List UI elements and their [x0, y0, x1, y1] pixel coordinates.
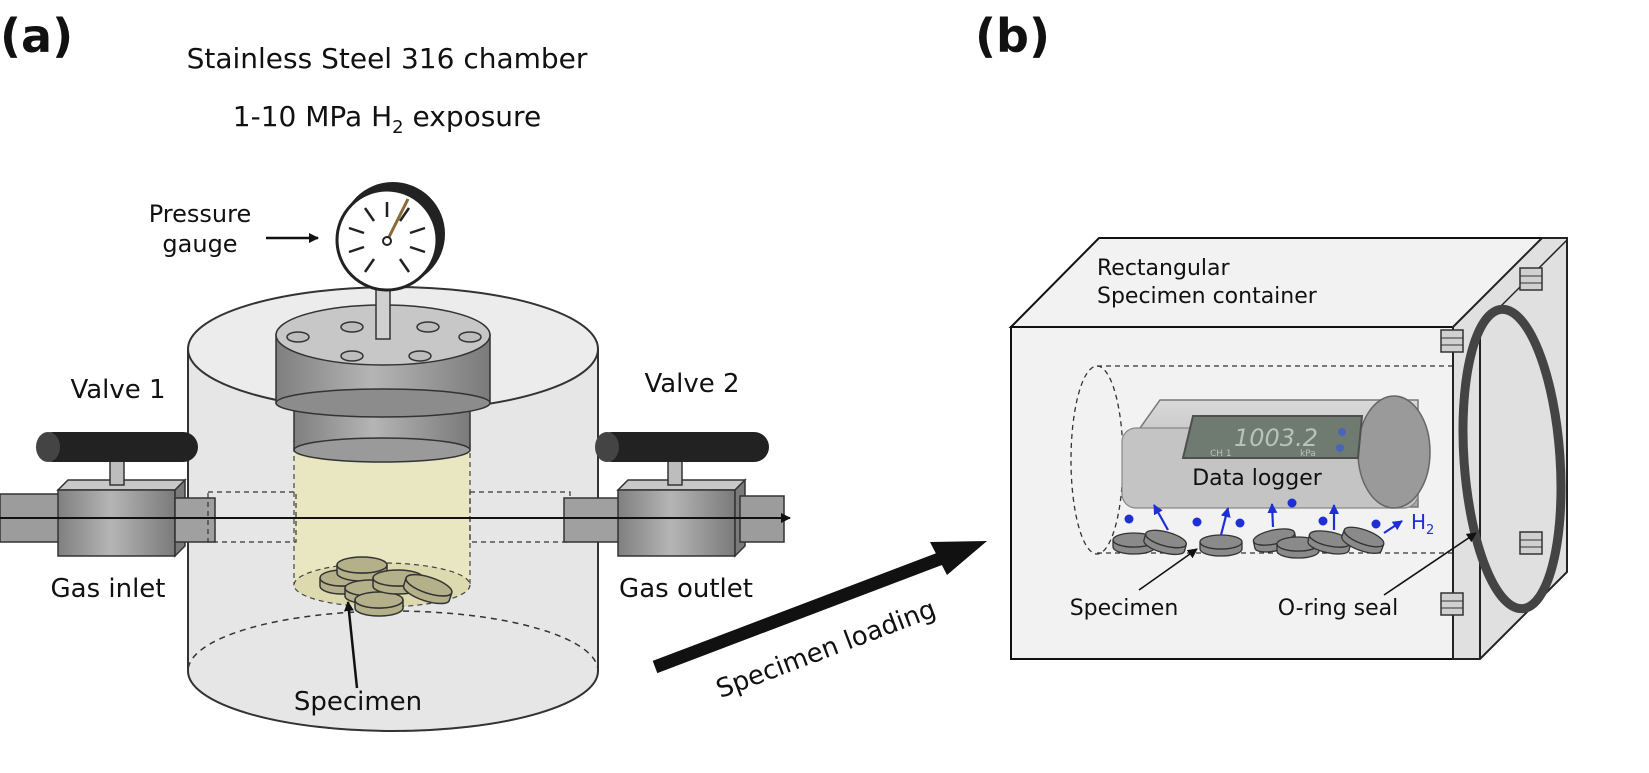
specimen-row-b	[1112, 526, 1385, 559]
coin	[402, 573, 453, 605]
specimen-loading-label: Specimen loading	[712, 594, 940, 705]
panel-a-tag: (a)	[0, 9, 73, 63]
chamber-flange	[275, 304, 491, 418]
coin	[1143, 529, 1188, 556]
gas-inlet-label: Gas inlet	[50, 574, 165, 604]
panel-a: (a) Stainless Steel 316 chamber 1-10 MPa…	[0, 9, 791, 732]
coin	[1341, 526, 1385, 554]
h2-pre: H	[1411, 510, 1426, 534]
valve-1-handle	[36, 432, 198, 462]
data-logger-label: Data logger	[1192, 466, 1323, 491]
pressure-gauge	[335, 182, 445, 340]
h2-sub: 2	[1426, 523, 1434, 538]
panel-b-tag: (b)	[975, 9, 1050, 63]
exposure-post: exposure	[404, 100, 542, 133]
specimen-label-b: Specimen	[1070, 596, 1179, 621]
logger-display-sub-right: kPa	[1300, 449, 1316, 459]
exposure-condition: 1-10 MPa H2 exposure	[233, 100, 541, 138]
coin	[354, 591, 404, 617]
loading-arrow-head	[930, 541, 987, 575]
specimen-loading-transfer: Specimen loading	[652, 541, 987, 705]
logger-screen: 1003.2 CH 1 kPa	[1181, 415, 1364, 459]
oring-seal-label: O-ring seal	[1278, 596, 1399, 621]
gas-outlet-label: Gas outlet	[619, 574, 753, 604]
logger-display-sub-left: CH 1	[1210, 449, 1232, 459]
valve-1-label: Valve 1	[70, 375, 165, 405]
pressure-gauge-label-line1: Pressure	[149, 200, 251, 228]
valve-2-handle	[595, 432, 769, 462]
valve-2	[469, 432, 785, 558]
chamber-title: Stainless Steel 316 chamber	[187, 42, 588, 75]
lid-bolts	[1440, 267, 1543, 616]
flange-bolts	[286, 321, 482, 362]
specimen-pile-a	[319, 556, 453, 617]
coin	[1307, 530, 1352, 555]
panel-b: (b) Rectangular Specimen container 1003.…	[975, 9, 1568, 660]
hydrogen-release: H2	[1124, 498, 1434, 538]
container-lid	[1440, 237, 1568, 660]
specimen-pointer-b	[1138, 548, 1198, 591]
container-label-line2: Specimen container	[1097, 284, 1318, 309]
container-label-line1: Rectangular	[1097, 256, 1230, 281]
loading-arrow-shaft	[652, 551, 945, 674]
oring-pointer	[1383, 532, 1477, 596]
specimen-label-a: Specimen	[294, 687, 422, 717]
coin	[1199, 534, 1243, 557]
exposure-sub: 2	[392, 117, 403, 138]
logger-display-value: 1003.2	[1234, 424, 1318, 452]
specimen-pointer-a	[343, 601, 359, 689]
o-ring	[1458, 304, 1566, 614]
pressure-gauge-label-line2: gauge	[162, 230, 237, 258]
exposure-pre: 1-10 MPa H	[233, 100, 392, 133]
h2-label: H2	[1411, 510, 1434, 538]
data-logger: 1003.2 CH 1 kPa	[1121, 395, 1431, 509]
valve-2-label: Valve 2	[644, 369, 739, 399]
